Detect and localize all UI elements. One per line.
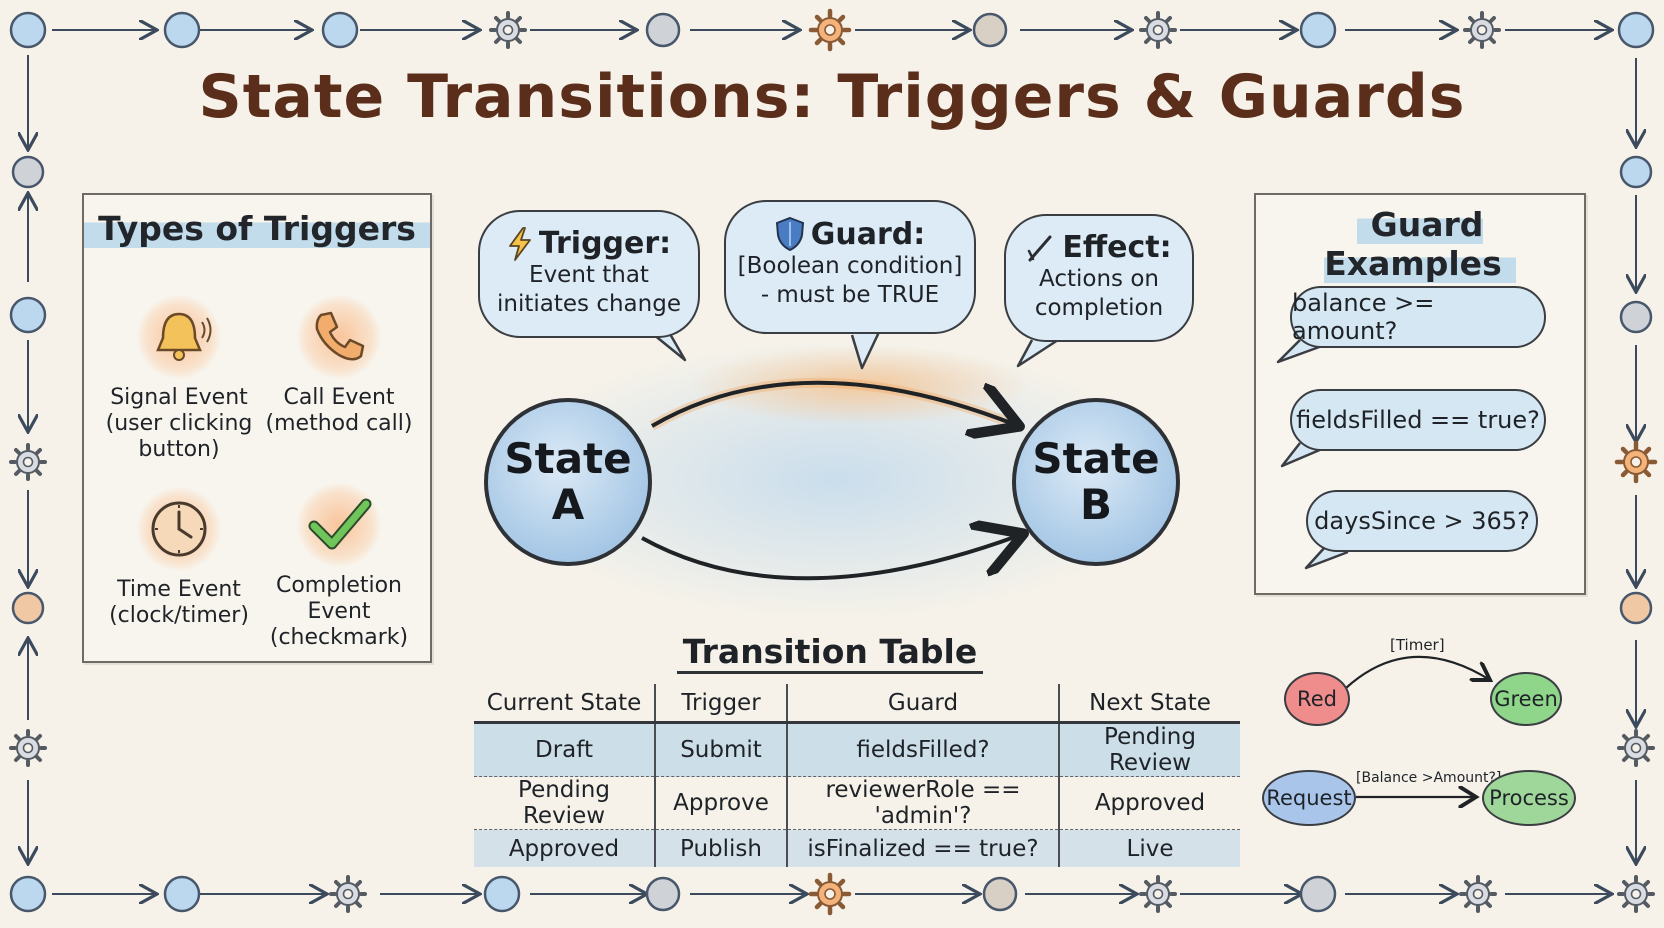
checkmark-icon — [297, 483, 381, 567]
triggers-panel-title: Types of Triggers — [84, 209, 430, 248]
phone-icon — [297, 295, 381, 379]
guard-bubble: Guard: [Boolean condition] - must be TRU… — [724, 200, 976, 334]
table-cell: Publish — [654, 829, 787, 867]
trigger-label: Event — [307, 599, 371, 624]
guard-examples-title: Guard Examples — [1256, 205, 1584, 283]
table-cell: Submit — [654, 722, 787, 777]
trigger-bubble-line2: initiates change — [497, 291, 681, 317]
guard-bubble-line1: [Boolean condition] — [737, 253, 963, 279]
table-cell: Approve — [654, 776, 787, 830]
guard-bubble-title: Guard: — [810, 216, 926, 252]
effect-bubble: Effect: Actions on completion — [1004, 214, 1194, 342]
table-header-row: Current State Trigger Guard Next State — [474, 684, 1240, 724]
page-title: State Transitions: Triggers & Guards — [198, 62, 1466, 132]
column-header: Guard — [786, 684, 1059, 724]
trigger-bubble-line1: Event that — [529, 262, 649, 288]
table-cell: Live — [1058, 829, 1240, 867]
trigger-label: Completion — [275, 573, 402, 598]
red-state-node: Red — [1284, 672, 1350, 726]
table-cell: Pending Review — [474, 776, 655, 830]
table-cell: Approved — [474, 829, 655, 867]
table-row: Draft Submit fieldsFilled? Pending Revie… — [474, 722, 1240, 777]
pen-icon — [1028, 235, 1052, 261]
process-state-node: Process — [1482, 770, 1576, 826]
trigger-label: (checkmark) — [269, 625, 409, 650]
column-header: Next State — [1058, 684, 1240, 724]
bell-icon — [137, 295, 221, 379]
effect-bubble-line2: completion — [1034, 295, 1164, 321]
state-b-label: State — [1032, 434, 1160, 483]
trigger-label: Time Event — [117, 577, 241, 602]
shield-icon — [775, 216, 804, 252]
trigger-label: Signal Event — [110, 385, 248, 410]
request-state-node: Request — [1262, 770, 1356, 826]
trigger-bubble: Trigger: Event that initiates change — [478, 210, 700, 338]
trigger-time-event: Time Event (clock/timer) — [104, 487, 254, 629]
trigger-label: (clock/timer) — [109, 603, 249, 628]
timer-guard-label: [Timer] — [1390, 636, 1445, 654]
clock-icon — [137, 487, 221, 571]
trigger-label: Call Event — [283, 385, 395, 410]
trigger-bubble-title: Trigger: — [538, 226, 672, 261]
state-b-letter: B — [1079, 480, 1112, 529]
column-header: Trigger — [654, 684, 787, 724]
table-cell: reviewerRole == 'admin'? — [786, 776, 1059, 830]
table-cell: fieldsFilled? — [786, 722, 1059, 777]
table-row: Approved Publish isFinalized == true? Li… — [474, 829, 1240, 867]
balance-guard-label: [Balance >Amount?] — [1356, 770, 1502, 786]
trigger-call-event: Call Event (method call) — [264, 295, 414, 437]
table-cell: isFinalized == true? — [786, 829, 1059, 867]
green-state-node: Green — [1490, 672, 1562, 726]
guard-example-pill: fieldsFilled == true? — [1290, 389, 1546, 451]
column-header: Current State — [474, 684, 655, 724]
trigger-completion-event: Completion Event (checkmark) — [264, 483, 414, 651]
triggers-panel: Types of Triggers Signal Event (user cli… — [82, 193, 432, 663]
state-a-label: State — [504, 434, 632, 483]
trigger-label: (method call) — [265, 411, 413, 436]
state-a-letter: A — [551, 480, 585, 529]
effect-bubble-title: Effect: — [1062, 230, 1172, 265]
guard-example-pill: daysSince > 365? — [1306, 490, 1538, 552]
table-cell: Draft — [474, 722, 655, 777]
trigger-signal-event: Signal Event (user clicking button) — [104, 295, 254, 463]
guard-bubble-line2: - must be TRUE — [760, 282, 940, 308]
trigger-label: button) — [138, 437, 220, 462]
table-cell: Pending Review — [1058, 722, 1240, 777]
transition-table: Current State Trigger Guard Next State D… — [474, 684, 1240, 867]
table-cell: Approved — [1058, 776, 1240, 830]
table-row: Pending Review Approve reviewerRole == '… — [474, 776, 1240, 830]
trigger-label: (user clicking — [105, 411, 253, 436]
lightning-icon — [508, 226, 531, 261]
guard-example-pill: balance >= amount? — [1290, 286, 1546, 348]
effect-bubble-line1: Actions on — [1039, 266, 1159, 292]
transition-table-title: Transition Table — [650, 632, 1010, 674]
